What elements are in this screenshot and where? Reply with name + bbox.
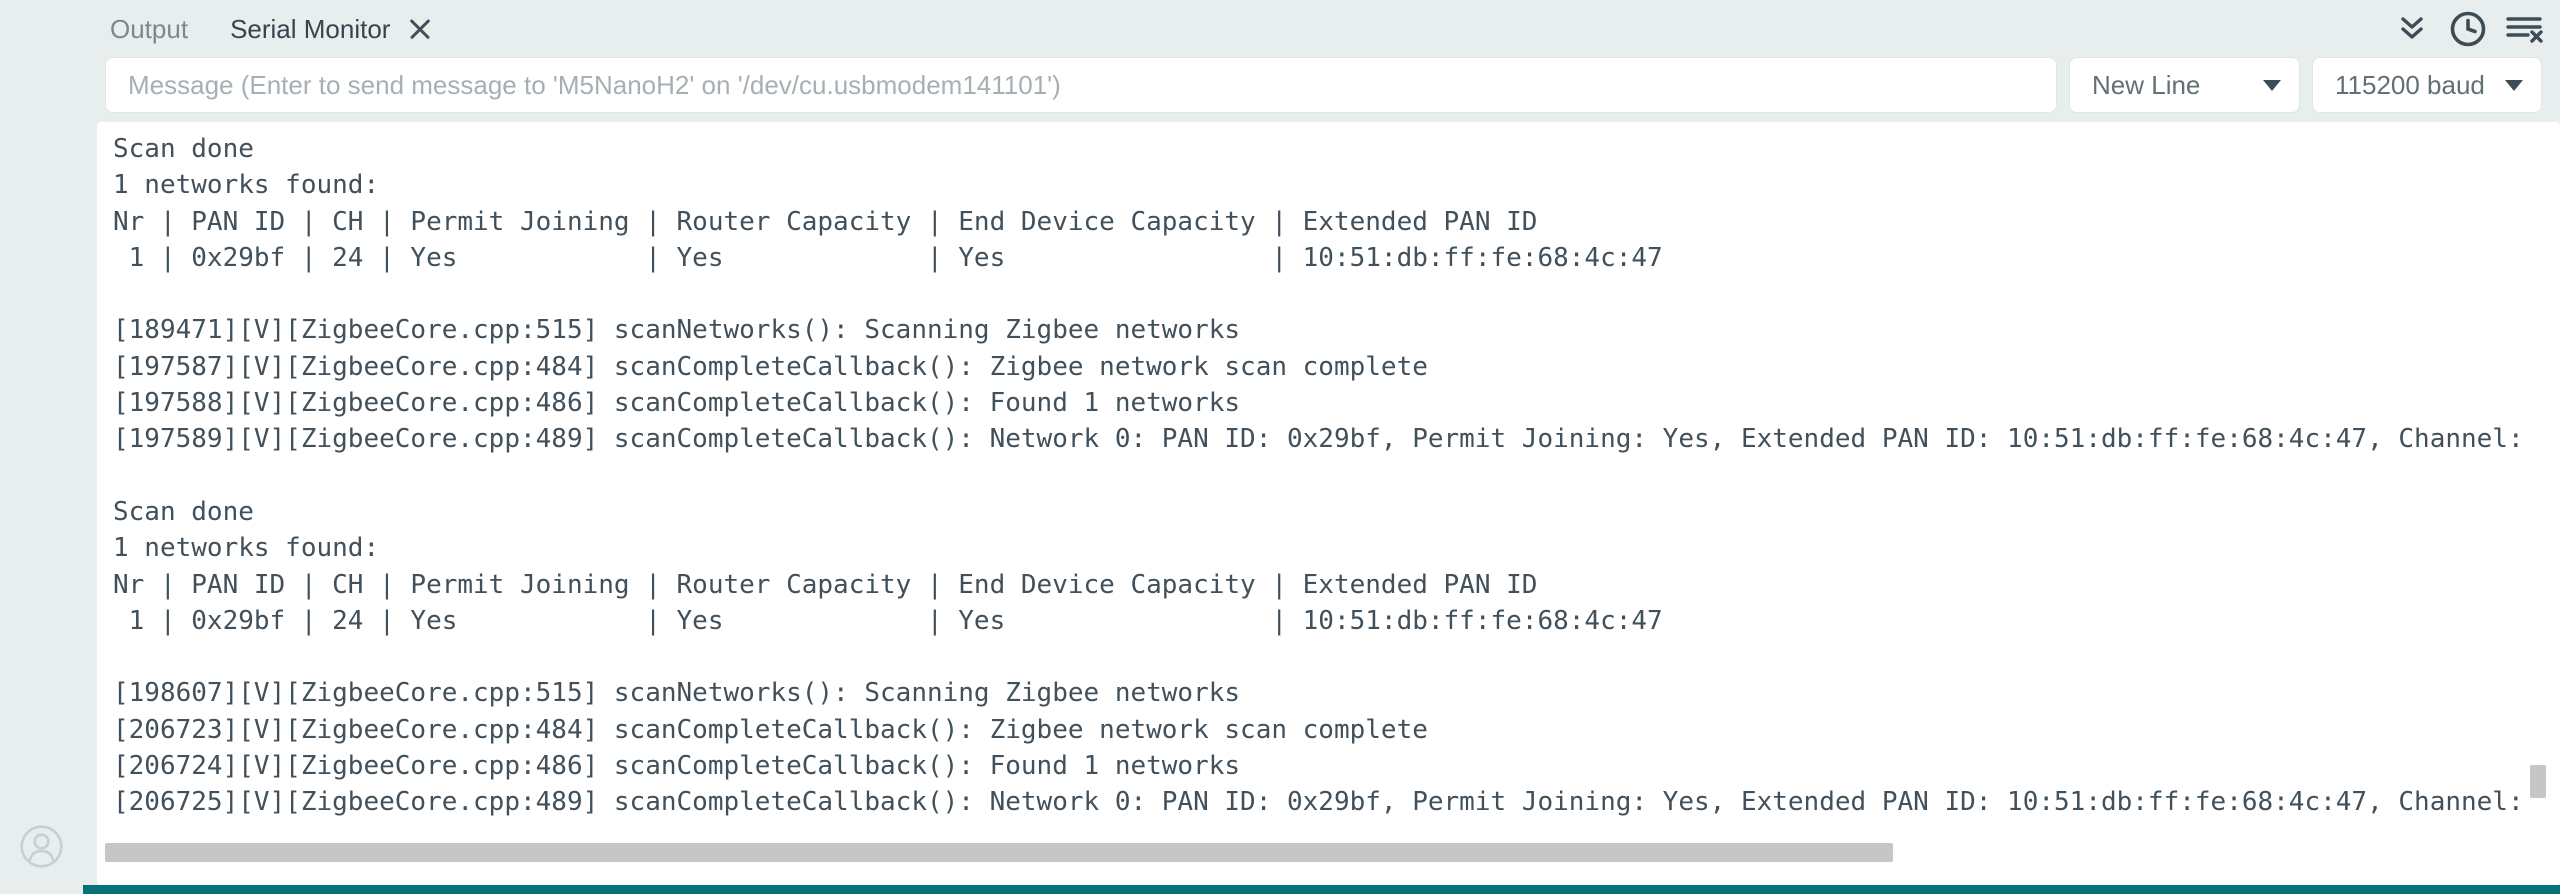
baud-rate-select[interactable]: 115200 baud: [2312, 57, 2542, 113]
clock-icon: [2449, 10, 2487, 48]
tab-serial-monitor[interactable]: Serial Monitor: [230, 14, 435, 45]
console-output: Scan done 1 networks found: Nr | PAN ID …: [113, 134, 2524, 818]
double-chevron-down-icon: [2395, 12, 2429, 46]
panel-tabbar: Output Serial Monitor: [110, 0, 435, 58]
activity-bar: [0, 0, 83, 894]
close-icon[interactable]: [405, 14, 435, 44]
baud-rate-value: 115200 baud: [2335, 69, 2485, 100]
panel-toolbar: [2392, 4, 2544, 54]
serial-input-row: New Line 115200 baud: [0, 57, 2560, 113]
console-panel[interactable]: Scan done 1 networks found: Nr | PAN ID …: [97, 122, 2560, 885]
tab-serial-monitor-label: Serial Monitor: [230, 13, 391, 44]
toggle-timestamp-button[interactable]: [2448, 9, 2488, 49]
account-button[interactable]: [20, 825, 63, 868]
message-input[interactable]: [105, 57, 2057, 113]
vertical-scrollbar[interactable]: [2530, 765, 2546, 798]
tab-output-label: Output: [110, 13, 189, 44]
chevron-down-icon: [2263, 79, 2281, 91]
horizontal-scrollbar[interactable]: [105, 843, 1893, 862]
status-bar: [83, 885, 2560, 894]
tab-output[interactable]: Output: [110, 14, 188, 45]
collapse-panel-button[interactable]: [2392, 9, 2432, 49]
account-icon: [20, 825, 63, 872]
clear-output-icon: [2504, 11, 2544, 47]
line-ending-value: New Line: [2092, 69, 2201, 100]
chevron-down-icon: [2505, 79, 2523, 91]
clear-output-button[interactable]: [2504, 9, 2544, 49]
line-ending-select[interactable]: New Line: [2069, 57, 2300, 113]
